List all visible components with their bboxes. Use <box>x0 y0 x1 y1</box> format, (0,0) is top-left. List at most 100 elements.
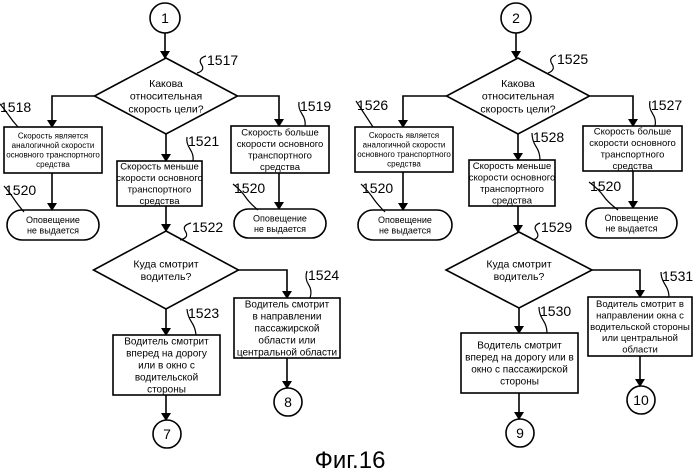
flow-node-c1: 1 <box>150 3 180 33</box>
node-text-line: водительской <box>135 373 198 384</box>
node-text-line: Водитель смотрит в <box>596 299 684 310</box>
reference-numeral: 1529 <box>541 219 572 235</box>
node-text-line: Скорость меньше <box>473 161 552 172</box>
node-text-line: Скорость меньше <box>120 162 199 173</box>
flow-node-o1520c: Оповещениене выдается1520 <box>358 180 452 240</box>
flow-arrow <box>590 96 633 126</box>
node-text-line: скорости основного <box>589 138 676 149</box>
reference-numeral: 1524 <box>308 267 339 283</box>
flow-node-d1525: Каковаотносительнаяскорость цели?1525 <box>447 51 590 134</box>
flow-node-b1526: Скорость являетсяаналогичной скоростиосн… <box>355 97 453 172</box>
reference-numeral: 1517 <box>207 52 238 68</box>
node-text-line: Оповещение <box>378 215 432 225</box>
node-text-line: скорость цели? <box>128 103 203 115</box>
node-text-line: Куда смотрит <box>133 258 198 270</box>
node-text-line: средства <box>613 161 654 172</box>
node-text-line: Какова <box>501 78 535 90</box>
node-text-line: скорости основного <box>237 139 324 150</box>
node-text-line: Водитель смотрит <box>124 337 209 348</box>
node-text-line: Оповещение <box>253 213 307 223</box>
reference-numeral: 1519 <box>300 98 331 114</box>
flow-node-c7: 7 <box>153 420 181 448</box>
node-text-line: направлении окна с <box>596 310 684 321</box>
flow-node-c9: 9 <box>506 419 534 447</box>
reference-numeral: 1523 <box>188 305 219 321</box>
node-text-line: скорость цели? <box>480 103 555 115</box>
node-text-line: центральной области <box>237 347 337 359</box>
reference-numeral: 1518 <box>0 99 31 115</box>
node-text-line: вперед на дорогу или в <box>465 353 574 364</box>
node-text-line: пассажирской <box>254 324 319 335</box>
node-text-line: средства <box>387 160 421 169</box>
flow-node-c2: 2 <box>501 3 531 33</box>
node-text-line: водительской стороны <box>590 322 690 333</box>
flow-arrow <box>403 96 447 127</box>
node-text-line: Скорость является <box>18 131 88 140</box>
node-text-line: транспортного <box>248 151 312 162</box>
flow-node-b1518: Скорость являетсяаналогичной скоростиосн… <box>0 99 102 173</box>
flow-arrow <box>238 96 279 126</box>
reference-numeral: 1525 <box>557 51 588 67</box>
flow-node-b1521: Скорость меньшескорости основноготранспо… <box>116 133 219 207</box>
node-text-line: не выдается <box>254 224 306 234</box>
reference-leader-line <box>548 55 556 73</box>
flow-arrow <box>592 270 640 297</box>
node-text-line: или центральной <box>602 333 678 344</box>
node-text-line: Водитель смотрит <box>245 300 330 311</box>
node-text-line: аналогичной скорости <box>363 141 446 150</box>
reference-numeral: 1530 <box>540 303 571 319</box>
node-text-line: средства <box>492 195 533 206</box>
reference-leader-line <box>180 223 191 240</box>
flow-arrow <box>238 270 287 298</box>
node-text-line: Скорость больше <box>241 128 319 139</box>
flow-node-o1520d: Оповещениене выдается1520 <box>586 178 677 238</box>
node-text-line: средства <box>36 160 70 169</box>
node-text-line: или в окно с <box>138 361 195 372</box>
node-text-line: Оповещение <box>26 215 80 225</box>
node-text-line: основного транспортного <box>6 151 100 160</box>
node-text-line: области или <box>258 335 315 347</box>
flow-node-c10: 10 <box>627 386 655 414</box>
reference-leader-line <box>197 56 206 73</box>
connector-label: 2 <box>512 10 520 26</box>
node-text-line: в направлении <box>253 312 322 323</box>
node-text-line: области <box>622 345 658 356</box>
node-text-line: транспортного <box>601 150 665 161</box>
reference-numeral: 1520 <box>5 182 36 198</box>
node-text-line: водитель? <box>141 271 192 283</box>
reference-numeral: 1527 <box>651 97 682 113</box>
flow-node-d1522: Куда смотритводитель? 1522 <box>94 219 239 309</box>
node-text-line: не выдается <box>27 226 79 236</box>
node-text-line: транспортного <box>128 185 192 196</box>
reference-numeral: 1520 <box>234 180 265 196</box>
node-text-line: не выдается <box>605 224 657 234</box>
node-text-line: не выдается <box>379 226 431 236</box>
flow-node-b1519: Скорость большескорости основноготранспо… <box>231 98 331 173</box>
connector-label: 8 <box>284 394 292 410</box>
node-text-line: средства <box>140 196 181 207</box>
node-text-line: Водитель смотрит <box>477 341 562 352</box>
node-text-line: аналогичной скорости <box>12 141 95 150</box>
figure-caption: Фиг.16 <box>315 447 386 474</box>
node-text-line: Скорость является <box>369 131 439 140</box>
connector-label: 7 <box>163 426 171 442</box>
node-text-line: Оповещение <box>605 213 659 223</box>
node-text-line: водитель? <box>494 271 545 283</box>
connector-label: 10 <box>633 392 649 408</box>
connector-label: 1 <box>161 10 169 26</box>
reference-numeral: 1521 <box>188 133 219 149</box>
flow-node-d1517: Каковаотносительнаяскорость цели?1517 <box>95 52 239 134</box>
node-text-line: Скорость больше <box>594 127 672 138</box>
reference-numeral: 1531 <box>662 268 693 284</box>
node-text-line: относительная <box>130 91 202 103</box>
node-text-line: скорости основного <box>469 173 556 184</box>
node-text-line: стороны <box>500 377 539 388</box>
node-text-line: средства <box>260 162 301 173</box>
node-text-line: Куда смотрит <box>486 258 551 270</box>
flow-arrow <box>52 96 95 127</box>
flow-node-b1528: Скорость меньшескорости основноготранспо… <box>469 129 565 206</box>
reference-leader-line <box>533 223 540 240</box>
reference-numeral: 1522 <box>192 219 223 235</box>
